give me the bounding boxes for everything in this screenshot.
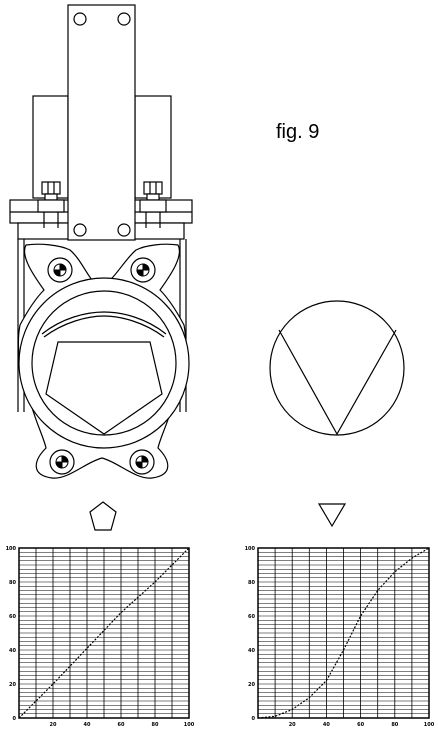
x-tick-label: 100 [184, 722, 195, 728]
yoke-left-plate [32, 95, 69, 199]
x-tick-label: 60 [118, 722, 125, 728]
y-tick-label: 40 [248, 648, 255, 654]
y-tick-label: 100 [6, 546, 17, 552]
x-tick-label: 100 [424, 722, 435, 728]
valve-drawing [9, 4, 193, 479]
y-tick-label: 40 [9, 648, 16, 654]
flow-chart-pentagon: 0 20 40 60 80 100 20 40 60 80 100 [6, 546, 195, 728]
y-tick-label: 0 [13, 716, 17, 722]
v-port-detail [269, 300, 405, 436]
chart-grid [257, 547, 430, 719]
gland-bolt-left [37, 181, 65, 228]
v-port-pentagon [45, 341, 163, 435]
x-tick-label: 20 [50, 722, 57, 728]
x-tick-label: 60 [357, 722, 364, 728]
flow-curve [18, 547, 190, 719]
y-tick-label: 60 [9, 614, 16, 620]
x-tick-label: 20 [289, 722, 296, 728]
pentagon-port-symbol [89, 501, 117, 531]
flow-curve [257, 547, 430, 719]
gland-bolt-right [139, 181, 167, 228]
y-tick-label: 100 [245, 546, 256, 552]
yoke-right-plate [134, 95, 172, 199]
x-tick-label: 80 [152, 722, 159, 728]
gate-stem-plate [67, 4, 136, 241]
y-tick-label: 80 [248, 580, 255, 586]
flange-ring-outer [18, 277, 190, 449]
v-port-vee [278, 329, 397, 436]
y-tick-label: 60 [248, 614, 255, 620]
flow-chart-vee: 0 20 40 60 80 100 20 40 60 80 100 [245, 546, 435, 728]
x-tick-label: 80 [391, 722, 398, 728]
figure-caption: fig. 9 [276, 121, 319, 143]
x-tick-label: 40 [323, 722, 330, 728]
y-tick-label: 20 [248, 682, 255, 688]
y-tick-label: 80 [9, 580, 16, 586]
vee-port-symbol [317, 503, 347, 528]
x-tick-label: 40 [84, 722, 91, 728]
v-port-circle [269, 300, 405, 436]
lug-markers [53, 263, 150, 469]
flange-ring-inner [31, 290, 177, 436]
y-tick-label: 0 [252, 716, 256, 722]
chart-grid [18, 547, 190, 719]
y-tick-label: 20 [9, 682, 16, 688]
